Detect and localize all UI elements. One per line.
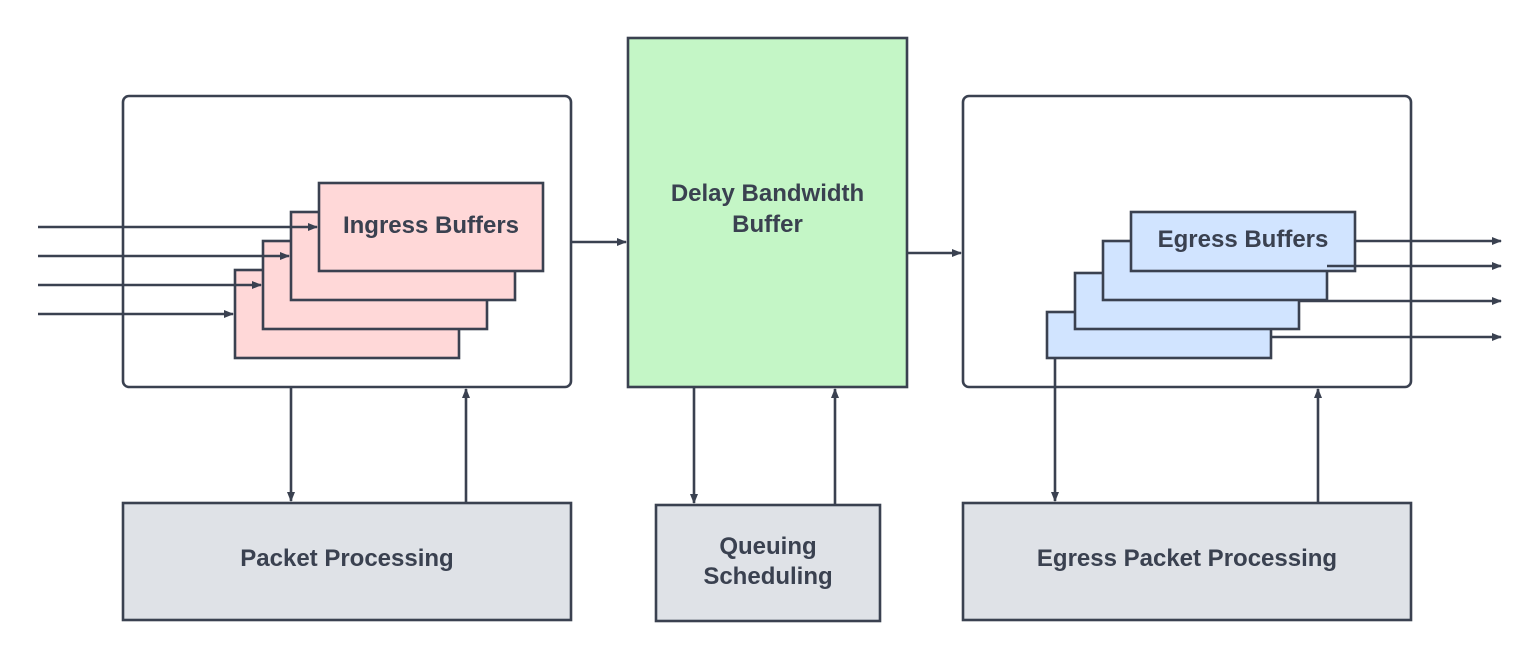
egress-buffers-label: Egress Buffers: [1158, 226, 1329, 253]
delay-buffer-label-line2: Buffer: [732, 211, 803, 238]
packet-processing-box: [121, 501, 573, 622]
packet-processing: Packet Processing: [121, 501, 573, 622]
egress-buffer-layer-1: [1129, 210, 1357, 273]
delay-bandwidth-buffer-box: [626, 36, 909, 389]
delay-bandwidth-buffer: Delay Bandwidth Buffer: [626, 36, 909, 389]
egress-buffer-stack: Egress Buffers: [1045, 210, 1357, 360]
ingress-input-arrows: [38, 223, 318, 318]
ingress-buffers-label: Ingress Buffers: [343, 212, 519, 239]
delay-buffer-label-line1: Delay Bandwidth: [671, 180, 864, 207]
egress-packet-processing: Egress Packet Processing: [961, 501, 1413, 622]
queuing-scheduling-label-line1: Queuing: [719, 533, 816, 560]
egress-output-arrows: [1271, 237, 1502, 341]
queuing-scheduling-label-line2: Scheduling: [703, 563, 832, 590]
queuing-scheduling: Queuing Scheduling: [654, 503, 882, 623]
ingress-buffer-stack: Ingress Buffers: [233, 181, 545, 360]
egress-packet-processing-box: [961, 501, 1413, 622]
egress-packet-processing-label: Egress Packet Processing: [1037, 545, 1337, 572]
queuing-scheduling-box: [654, 503, 882, 623]
packet-processing-label: Packet Processing: [240, 545, 453, 572]
ingress-buffer-layer-1: [317, 181, 545, 273]
